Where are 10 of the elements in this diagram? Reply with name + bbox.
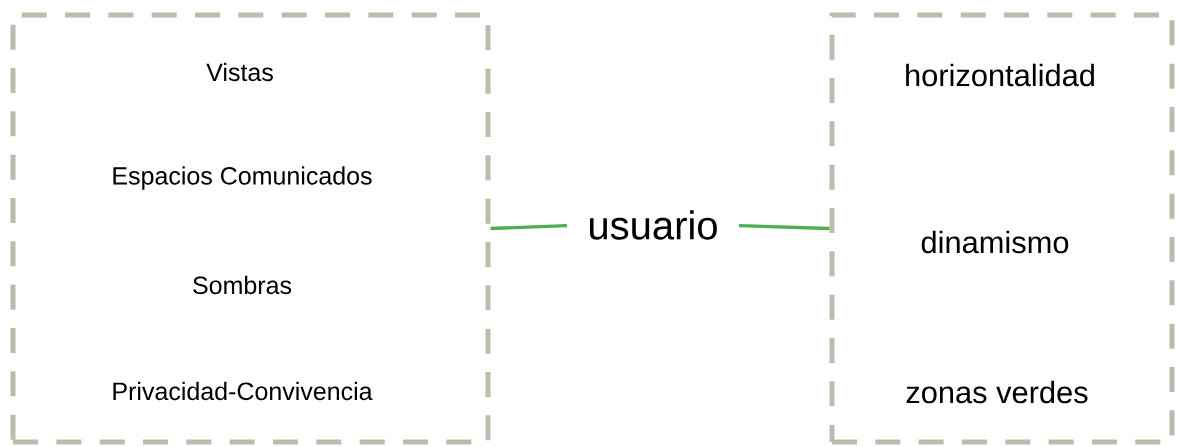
box-text: zonas verdes xyxy=(906,380,1088,404)
connector-line xyxy=(738,223,830,231)
center-word: usuario xyxy=(590,210,717,240)
box-text: Espacios Comunicados xyxy=(113,166,372,190)
box-text: horizontalidad xyxy=(906,63,1094,87)
box-text: dinamismo xyxy=(921,230,1069,254)
box-text: Vistas xyxy=(206,62,273,82)
box-text: Sombras xyxy=(193,275,292,295)
box-text: Privacidad-Convivencia xyxy=(113,381,373,401)
connector-line xyxy=(490,224,568,231)
